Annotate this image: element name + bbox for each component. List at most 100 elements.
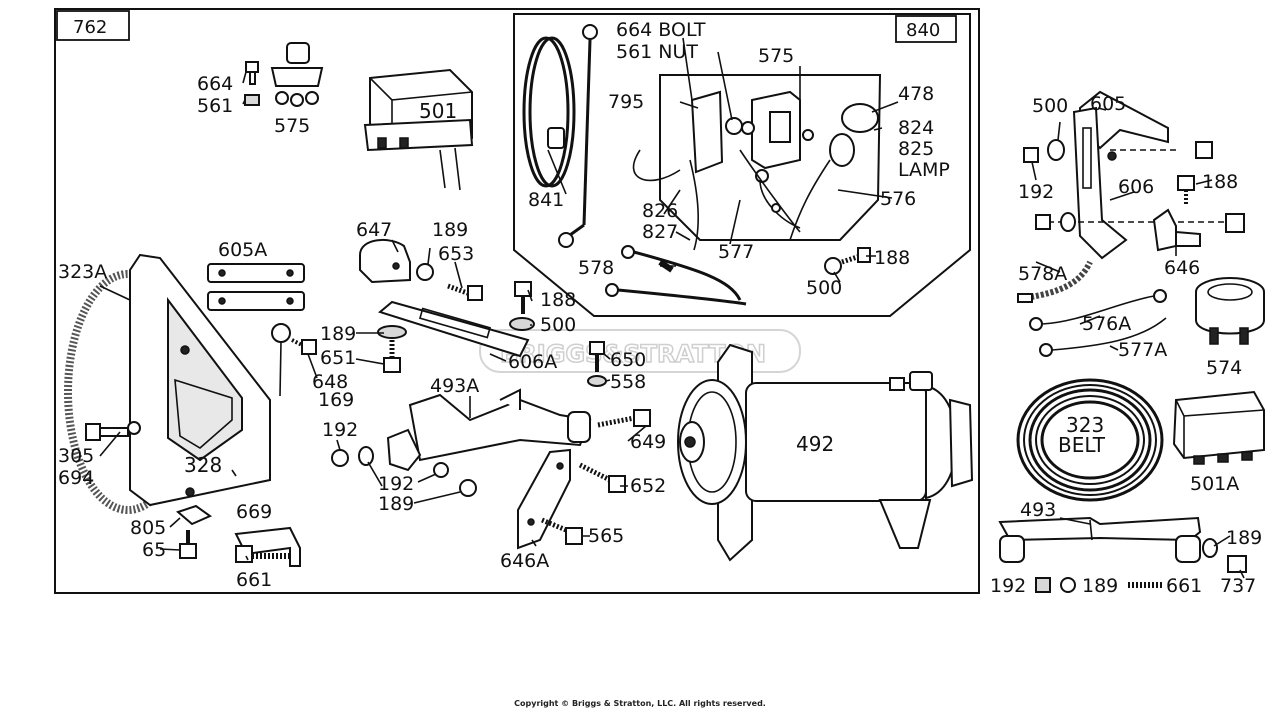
label-577: 577	[718, 241, 754, 263]
screw-652-icon	[578, 462, 626, 493]
washer-500c-icon	[1047, 139, 1065, 161]
screw-649-icon	[597, 409, 651, 428]
spring-661-icon	[235, 545, 290, 563]
label-664-bolt: 664 BOLT	[616, 19, 706, 41]
washer-558-icon	[587, 375, 607, 387]
washer-169-icon	[271, 323, 291, 343]
label-841: 841	[528, 189, 564, 211]
label-649: 649	[630, 431, 666, 453]
label-646A: 646A	[500, 550, 549, 572]
washer-right-icon	[1060, 212, 1076, 232]
bolt-188d-icon	[1195, 141, 1213, 159]
label-500c: 500	[1032, 95, 1068, 117]
spring-651-icon	[383, 340, 401, 373]
label-669: 669	[236, 501, 272, 523]
inset-frame	[513, 13, 971, 317]
generator-492-icon	[677, 343, 974, 562]
washer-189-icon	[416, 263, 434, 281]
bracket-646A-icon	[517, 448, 571, 550]
label-575b: 575	[758, 45, 794, 67]
label-606A: 606A	[508, 351, 557, 373]
label-664: 664	[197, 73, 233, 95]
label-493: 493	[1020, 499, 1056, 521]
screw-565-icon	[541, 517, 583, 545]
label-192c: 192	[1018, 181, 1054, 203]
watermark-shape	[479, 329, 801, 373]
screw-653-icon	[447, 283, 483, 301]
label-805: 805	[130, 517, 166, 539]
washer-192b-icon	[358, 446, 374, 466]
nut-192a-icon	[331, 449, 349, 467]
label-661a: 661	[236, 569, 272, 591]
bolt-650-icon	[589, 341, 605, 355]
solenoid-575-icon	[270, 42, 324, 107]
bracket-493-icon	[998, 516, 1202, 563]
bracket-493A-icon	[386, 388, 592, 472]
label-737: 737	[1220, 575, 1256, 597]
label-694: 694	[58, 467, 94, 489]
bracket-646-icon	[1152, 208, 1201, 252]
label-500a: 500	[540, 314, 576, 336]
washer-189b-icon	[377, 325, 407, 339]
bracket-606-icon	[1072, 106, 1128, 260]
wire-577A-icon	[1039, 317, 1167, 357]
regulator-501A-icon	[1172, 390, 1265, 465]
clip-805-icon	[176, 504, 213, 526]
box-840	[895, 15, 957, 43]
label-169: 169	[318, 389, 354, 411]
washer-500b-icon	[824, 247, 871, 275]
nut-192e-icon	[1035, 214, 1051, 230]
bolt-648-icon	[291, 338, 317, 355]
box-762-label: 762	[73, 17, 107, 38]
label-575a: 575	[274, 115, 310, 137]
wire-827-icon	[558, 24, 598, 248]
box-762	[56, 10, 130, 41]
washer-189c-icon	[459, 479, 477, 497]
bolt-65-icon	[179, 530, 197, 559]
nut-192d-icon	[1035, 577, 1051, 593]
nut-561-icon	[244, 94, 260, 106]
label-825: 825	[898, 138, 934, 160]
label-192b: 192	[378, 473, 414, 495]
strap-605A-icon	[207, 263, 305, 311]
label-605A: 605A	[218, 239, 267, 261]
regulator-501-icon	[363, 68, 474, 191]
label-565: 565	[588, 525, 624, 547]
label-577A: 577A	[1118, 339, 1167, 361]
label-646: 646	[1164, 257, 1200, 279]
label-328: 328	[184, 453, 222, 477]
belt-323-icon	[1016, 378, 1164, 502]
label-561: 561	[197, 95, 233, 117]
label-576A: 576A	[1082, 313, 1131, 335]
label-606: 606	[1118, 176, 1154, 198]
label-188a: 188	[540, 289, 576, 311]
label-65: 65	[142, 539, 166, 561]
nut-192c-icon	[433, 462, 449, 478]
washer-500-icon	[509, 317, 535, 331]
label-305: 305	[58, 445, 94, 467]
label-578A: 578A	[1018, 263, 1067, 285]
label-189a: 189	[432, 219, 468, 241]
label-653: 653	[438, 243, 474, 265]
belt-guard-icon	[64, 253, 271, 514]
label-323: 323	[1066, 413, 1104, 437]
copyright-notice: Copyright © Briggs & Stratton, LLC. All …	[514, 699, 766, 708]
label-lamp: LAMP	[898, 159, 950, 181]
wire-578A-icon	[1017, 260, 1093, 303]
label-189e: 189	[1082, 575, 1118, 597]
label-574: 574	[1206, 357, 1242, 379]
spacer-647-icon	[359, 239, 411, 284]
nut-right-icon	[1225, 213, 1245, 233]
plate-606A-icon	[377, 300, 530, 358]
box-840-label: 840	[906, 20, 940, 41]
label-826: 826	[642, 200, 678, 222]
bolt-188c-icon	[1177, 175, 1195, 204]
clamp-841-icon	[522, 36, 576, 188]
label-661b: 661	[1166, 575, 1202, 597]
label-824: 824	[898, 117, 934, 139]
label-561-nut: 561 NUT	[616, 41, 698, 63]
label-501A: 501A	[1190, 473, 1239, 495]
control-panel-icon	[632, 74, 882, 251]
label-188b: 188	[874, 247, 910, 269]
